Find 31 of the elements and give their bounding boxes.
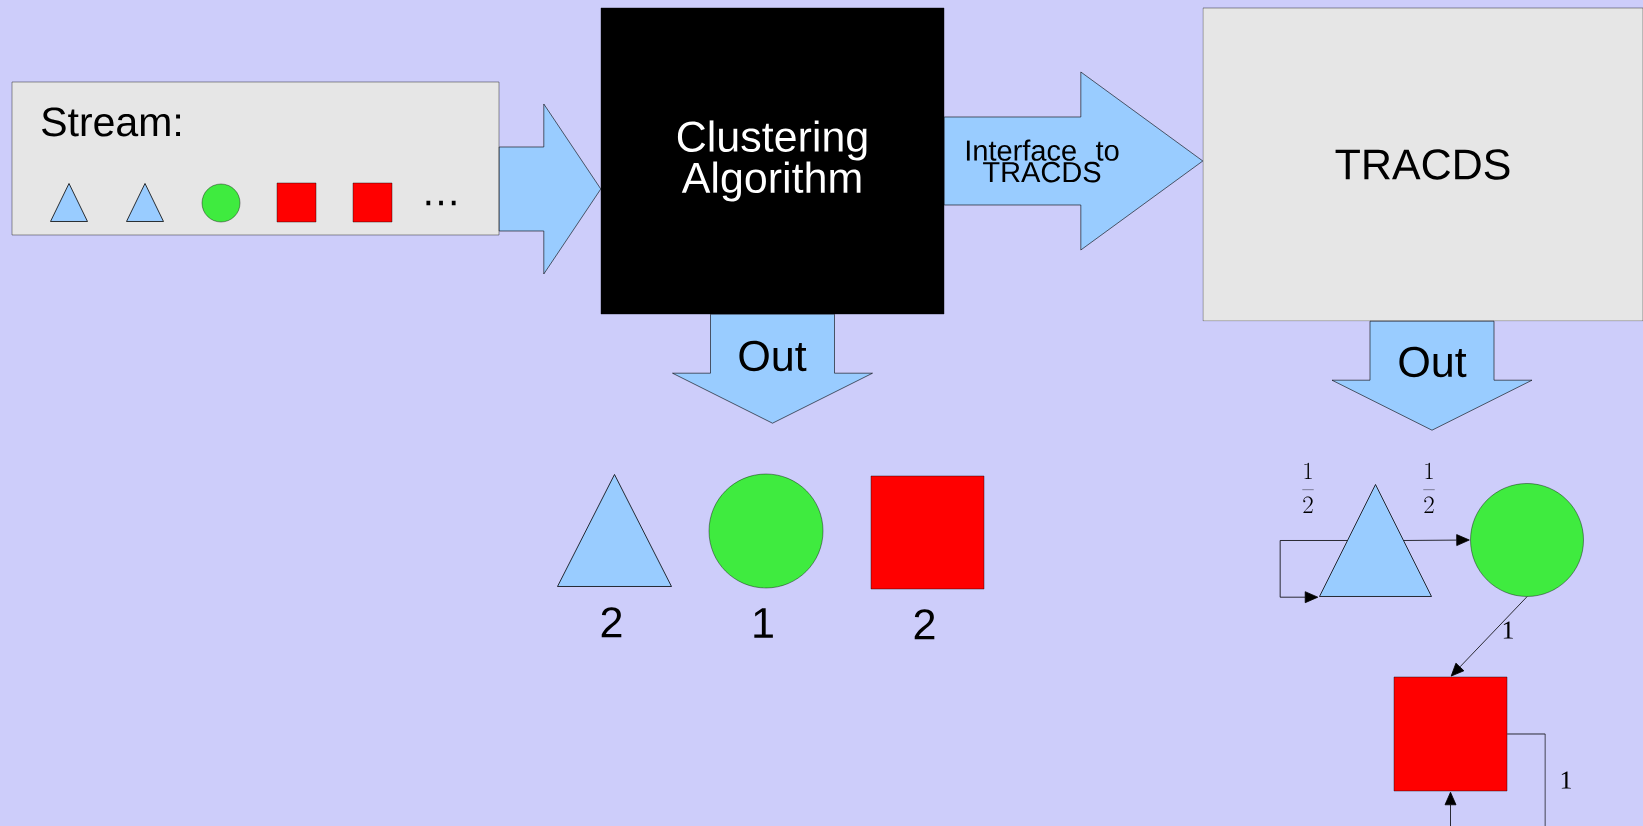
edge-label: Out (739, 340, 807, 372)
square-shape (1393, 676, 1508, 792)
arrow (1403, 534, 1470, 546)
edge-label: Interface to TRACDS (966, 139, 1119, 183)
triangle-shape (126, 183, 164, 222)
block-arrow (672, 313, 873, 424)
triangle-shape (50, 183, 88, 222)
block-arrow (943, 71, 1204, 251)
edge-label: 1 (1503, 621, 1513, 639)
arrow (1450, 596, 1528, 677)
square-shape (352, 182, 393, 223)
process-box: Clustering Algorithm (600, 7, 945, 315)
edge-label: Out (1399, 346, 1467, 378)
edge-label: $\frac{1}{2}$ (1423, 462, 1435, 513)
square-shape (870, 475, 985, 590)
count-label: 2 (914, 609, 935, 640)
triangle-shape (557, 474, 672, 587)
edge-label: 1 (1561, 771, 1571, 789)
edge-label: $\frac{1}{2}$ (1302, 462, 1314, 513)
count-label: 1 (754, 608, 773, 638)
square-shape (276, 182, 317, 223)
ellipsis-label: … (426, 200, 456, 206)
arrow (1444, 733, 1546, 826)
circle-shape (708, 473, 824, 589)
count-label: 2 (601, 607, 622, 638)
process-box: TRACDS (1202, 7, 1643, 322)
arrow (1279, 540, 1348, 604)
block-arrow (498, 103, 602, 275)
circle-shape (201, 183, 241, 223)
circle-shape (1470, 483, 1584, 597)
block-arrow (1331, 320, 1533, 431)
